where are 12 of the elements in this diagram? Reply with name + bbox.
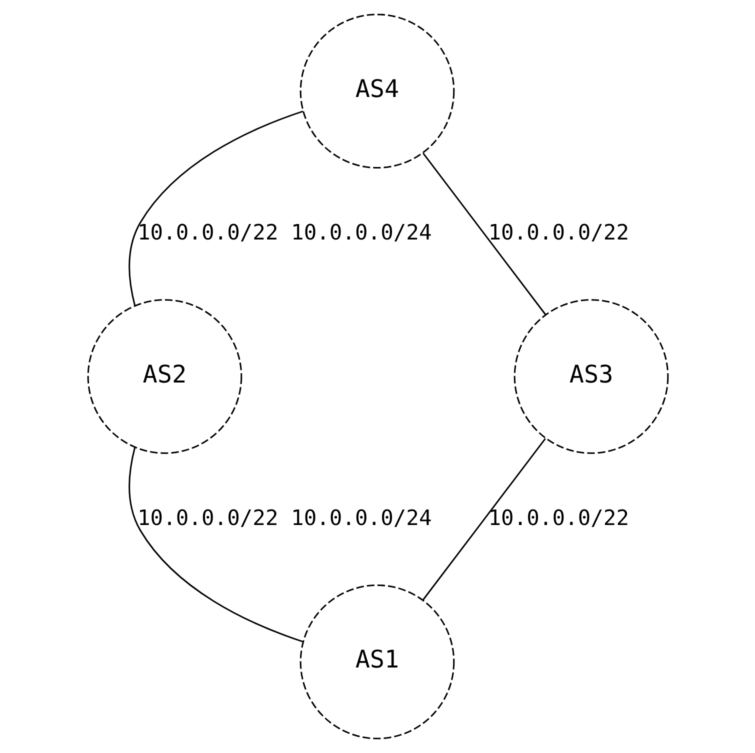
connector bbox=[422, 152, 546, 315]
node-circle: AS1 bbox=[299, 584, 454, 740]
edge-label: 10.0.0.0/22 10.0.0.0/24 bbox=[137, 220, 432, 246]
node-circle: AS4 bbox=[299, 14, 454, 169]
edge-label: 10.0.0.0/22 bbox=[488, 220, 629, 246]
node-circle: AS2 bbox=[86, 299, 242, 454]
edge-label: 10.0.0.0/22 bbox=[488, 506, 629, 531]
connector bbox=[128, 110, 303, 306]
connector bbox=[128, 447, 303, 642]
edge-label: 10.0.0.0/22 10.0.0.0/24 bbox=[137, 506, 432, 531]
node-circle: AS3 bbox=[513, 299, 668, 454]
connector bbox=[422, 438, 546, 600]
